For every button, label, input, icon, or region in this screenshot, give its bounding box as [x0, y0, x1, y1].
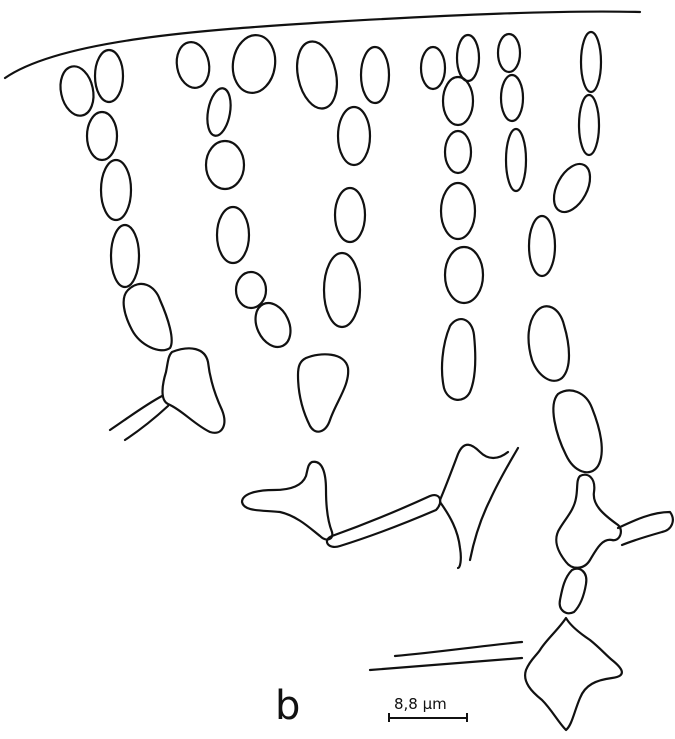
cell [445, 131, 471, 173]
cell [361, 47, 389, 103]
cell [101, 160, 131, 220]
cell [291, 38, 342, 112]
cell [298, 354, 348, 431]
cell [529, 306, 569, 381]
scale-bar [388, 717, 468, 719]
cell-chain-4 [421, 35, 483, 400]
cell [445, 247, 483, 303]
cell [206, 141, 244, 189]
cell [95, 50, 123, 102]
cell [229, 32, 279, 95]
hypha-strand [618, 512, 673, 545]
scale-bar-label: 8,8 µm [394, 697, 447, 712]
cell [581, 32, 601, 92]
hypha-strand [110, 396, 168, 440]
cell [111, 225, 139, 287]
cell [56, 63, 98, 119]
cell [338, 107, 370, 165]
cell [327, 495, 440, 547]
cell [529, 216, 555, 276]
cell [173, 40, 213, 91]
cell [501, 75, 523, 121]
branch-cell [556, 475, 621, 568]
cell [560, 569, 587, 613]
cell-chain-5 [498, 34, 526, 191]
cell [236, 272, 266, 308]
cell [324, 253, 360, 327]
cell [443, 77, 473, 125]
branch-cell [242, 462, 332, 540]
cell [217, 207, 249, 263]
cell [249, 297, 297, 352]
lower-cell-cluster [242, 445, 518, 568]
cell-chain-6 [370, 32, 673, 730]
branch-cell [525, 618, 622, 730]
cell [457, 35, 479, 81]
cell [547, 158, 598, 218]
branch-cell [440, 445, 518, 568]
branch-cell [163, 348, 225, 432]
cell [442, 319, 475, 400]
cell [335, 188, 365, 242]
cell [506, 129, 526, 191]
panel-label: b [275, 686, 300, 726]
cell [579, 95, 599, 155]
cell [498, 34, 520, 72]
cell [87, 112, 117, 160]
cell [124, 284, 172, 350]
cell-chain-3 [291, 38, 389, 432]
cell [553, 390, 601, 472]
cell [421, 47, 445, 89]
cell-chain-2 [173, 32, 297, 352]
cell [441, 183, 475, 239]
hypha-strand [370, 642, 522, 670]
cell-chain-1 [56, 50, 224, 440]
cell [204, 86, 234, 137]
